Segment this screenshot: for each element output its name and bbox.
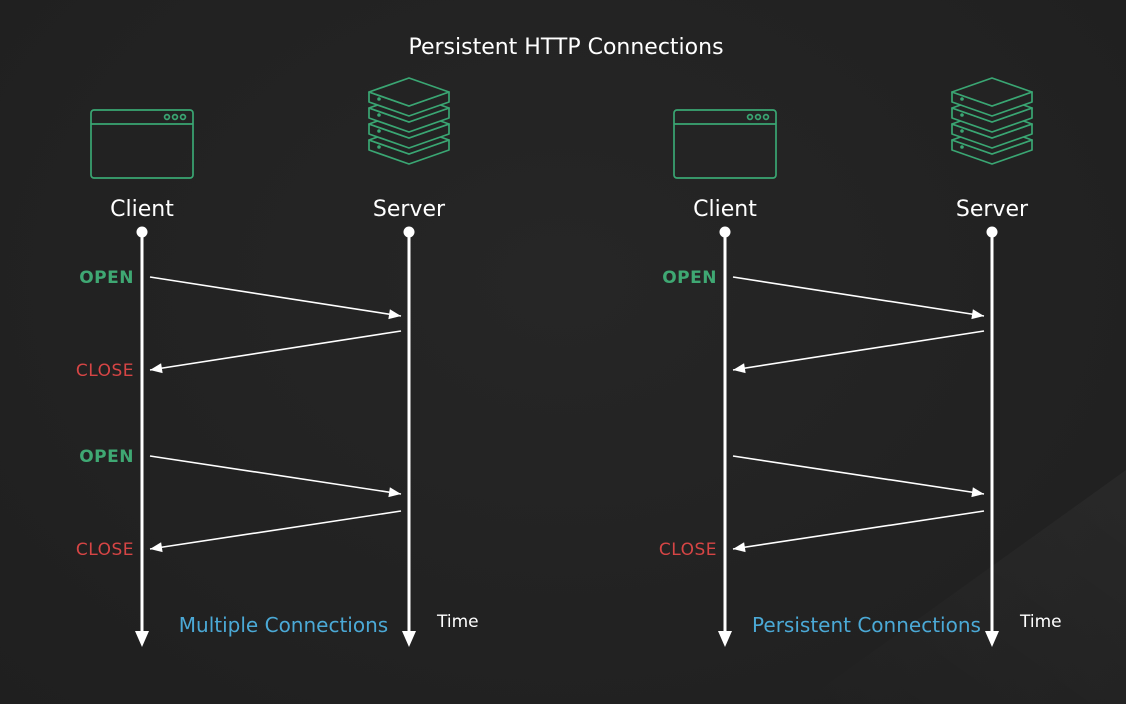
server-label: Server xyxy=(956,197,1029,222)
response-arrow xyxy=(149,330,402,371)
request-arrow xyxy=(732,455,985,495)
request-arrow xyxy=(732,276,985,317)
open-event-label: OPEN xyxy=(79,268,134,288)
request-arrow-head xyxy=(388,487,401,498)
response-arrow xyxy=(732,330,985,371)
server-lifeline-arrowhead xyxy=(402,631,416,647)
diagram-title: Persistent HTTP Connections xyxy=(408,35,723,60)
browser-window-icon xyxy=(90,109,194,179)
client-label: Client xyxy=(110,197,174,222)
server-led-icon xyxy=(377,97,381,101)
server-stack-icon xyxy=(368,77,450,165)
server-led-icon xyxy=(960,113,964,117)
request-arrow-head xyxy=(971,309,984,320)
open-event-label: OPEN xyxy=(662,268,717,288)
browser-window-icon xyxy=(673,109,777,179)
server-label: Server xyxy=(373,197,446,222)
response-arrow xyxy=(149,510,402,550)
client-lifeline-arrowhead xyxy=(135,631,149,647)
server-led-icon xyxy=(960,145,964,149)
response-arrow-head xyxy=(733,363,746,374)
server-lifeline-arrowhead xyxy=(985,631,999,647)
response-arrow xyxy=(732,510,985,550)
open-event-label: OPEN xyxy=(79,447,134,467)
background-sheen xyxy=(800,470,1126,704)
response-arrow-head xyxy=(150,363,163,374)
server-led-icon xyxy=(377,113,381,117)
client-lifeline-arrowhead xyxy=(718,631,732,647)
server-led-icon xyxy=(960,97,964,101)
request-arrow-head xyxy=(388,309,401,320)
panel-caption: Persistent Connections xyxy=(752,613,981,637)
close-event-label: CLOSE xyxy=(76,540,134,560)
request-arrow-head xyxy=(971,487,984,498)
request-arrow xyxy=(149,455,402,495)
server-led-icon xyxy=(377,129,381,133)
time-axis-label: Time xyxy=(1019,612,1062,632)
close-event-label: CLOSE xyxy=(76,361,134,381)
close-event-label: CLOSE xyxy=(659,540,717,560)
server-stack-icon xyxy=(951,77,1033,165)
panel-caption: Multiple Connections xyxy=(179,613,388,637)
request-arrow xyxy=(149,276,402,317)
client-label: Client xyxy=(693,197,757,222)
server-led-icon xyxy=(960,129,964,133)
time-axis-label: Time xyxy=(436,612,479,632)
response-arrow-head xyxy=(150,542,163,553)
server-led-icon xyxy=(377,145,381,149)
response-arrow-head xyxy=(733,542,746,553)
